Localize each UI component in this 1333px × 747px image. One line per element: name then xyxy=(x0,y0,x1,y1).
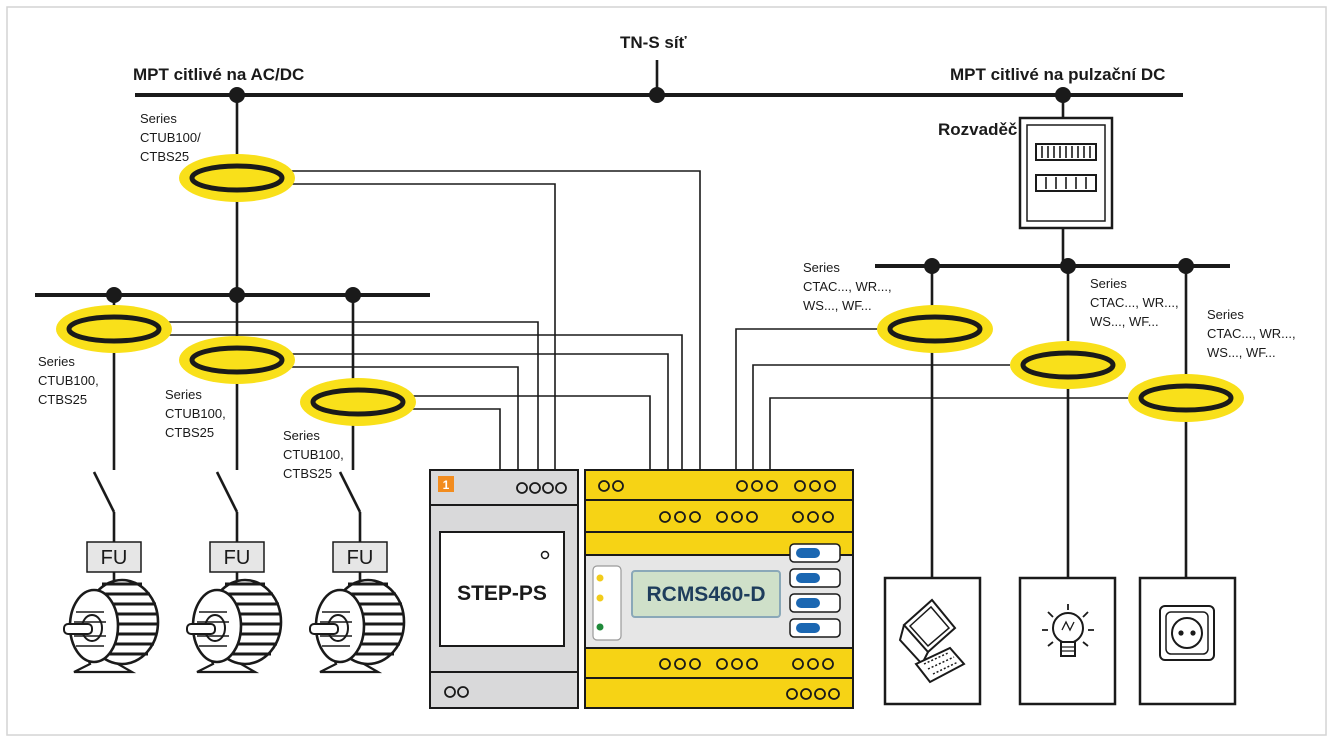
load-socket xyxy=(1138,576,1237,706)
left-load-3: FU xyxy=(332,471,388,588)
rcms-terminals-bottom xyxy=(659,658,840,700)
svg-text:WS..., WF...: WS..., WF... xyxy=(803,298,872,313)
computer-icon xyxy=(898,598,966,684)
fu-label: FU xyxy=(224,547,251,569)
sensor-label-branch-1: Series CTUB100, CTBS25 xyxy=(38,354,99,407)
svg-text:Series: Series xyxy=(165,387,202,402)
svg-text:CTUB100/: CTUB100/ xyxy=(140,130,201,145)
svg-text:CTBS25: CTBS25 xyxy=(283,466,332,481)
sensor-right-1 xyxy=(877,305,993,353)
svg-text:CTBS25: CTBS25 xyxy=(165,425,214,440)
fu-label: FU xyxy=(347,547,374,569)
svg-text:Series: Series xyxy=(140,111,177,126)
rcms-display xyxy=(631,570,781,618)
psu-top-terminals xyxy=(516,482,567,494)
power-supply-badge: 1 xyxy=(443,478,450,492)
led-yellow-2 xyxy=(596,594,604,602)
led-yellow-1 xyxy=(596,574,604,582)
svg-text:CTUB100,: CTUB100, xyxy=(283,447,344,462)
svg-text:CTBS25: CTBS25 xyxy=(38,392,87,407)
led-green xyxy=(596,623,604,631)
sensor-label-branch-3: Series CTUB100, CTBS25 xyxy=(283,428,344,481)
sensor-right-3 xyxy=(1128,374,1244,422)
rcms-buttons[interactable] xyxy=(789,543,841,638)
rcms-device: RCMS460-D xyxy=(584,469,854,709)
psu-front-panel xyxy=(439,531,565,647)
psu-led xyxy=(540,550,550,560)
network-title: TN-S síť xyxy=(620,33,688,52)
left-load-1: FU xyxy=(86,471,142,588)
distribution-board-label: Rozvaděč xyxy=(938,120,1017,139)
button-2[interactable] xyxy=(796,573,820,583)
svg-text:Series: Series xyxy=(1207,307,1244,322)
junction-nodes xyxy=(106,87,1194,303)
svg-text:Series: Series xyxy=(38,354,75,369)
button-3[interactable] xyxy=(796,598,820,608)
svg-text:CTAC..., WR...,: CTAC..., WR..., xyxy=(803,279,892,294)
svg-text:CTBS25: CTBS25 xyxy=(140,149,189,164)
sensor-branch-2 xyxy=(179,336,295,384)
rcms-label: RCMS460-D xyxy=(646,583,765,606)
left-network-label: MPT citlivé na AC/DC xyxy=(133,65,304,84)
sensor-label-branch-2: Series CTUB100, CTBS25 xyxy=(165,387,226,440)
sensor-branch-3 xyxy=(300,378,416,426)
psu-bottom-terminals xyxy=(444,686,469,698)
light-bulb-icon xyxy=(1042,604,1094,657)
svg-text:CTUB100,: CTUB100, xyxy=(38,373,99,388)
load-computer xyxy=(883,576,982,706)
sensor-label-right-1: Series CTAC..., WR..., WS..., WF... xyxy=(803,260,892,313)
signal-wires xyxy=(165,170,1130,480)
button-1[interactable] xyxy=(796,548,820,558)
svg-text:CTAC..., WR...,: CTAC..., WR..., xyxy=(1090,295,1179,310)
sensor-branch-1 xyxy=(56,305,172,353)
sensor-main xyxy=(179,154,295,202)
rcms-led-panel xyxy=(592,565,622,641)
rcms-terminals-top xyxy=(598,480,836,523)
svg-text:CTUB100,: CTUB100, xyxy=(165,406,226,421)
sensor-label-main: Series CTUB100/ CTBS25 xyxy=(140,111,201,164)
svg-text:Series: Series xyxy=(803,260,840,275)
svg-text:Series: Series xyxy=(283,428,320,443)
svg-text:CTAC..., WR...,: CTAC..., WR..., xyxy=(1207,326,1296,341)
button-4[interactable] xyxy=(796,623,820,633)
distribution-board xyxy=(1018,116,1114,230)
fu-label: FU xyxy=(101,547,128,569)
fu-box xyxy=(209,541,265,573)
sensor-label-right-2: Series CTAC..., WR..., WS..., WF... xyxy=(1090,276,1179,329)
sensor-right-2 xyxy=(1010,341,1126,389)
right-network-label: MPT citlivé na pulzační DC xyxy=(950,65,1165,84)
left-load-2: FU xyxy=(209,471,265,588)
svg-text:WS..., WF...: WS..., WF... xyxy=(1090,314,1159,329)
fu-box xyxy=(332,541,388,573)
svg-text:WS..., WF...: WS..., WF... xyxy=(1207,345,1276,360)
load-lamp xyxy=(1018,576,1117,706)
power-supply-label: STEP-PS xyxy=(457,582,547,605)
sensor-label-right-3: Series CTAC..., WR..., WS..., WF... xyxy=(1207,307,1296,360)
power-supply-device: 1 STEP-PS xyxy=(429,469,579,709)
socket-icon xyxy=(1159,605,1215,661)
power-supply-badge-bg xyxy=(438,476,454,492)
svg-text:Series: Series xyxy=(1090,276,1127,291)
